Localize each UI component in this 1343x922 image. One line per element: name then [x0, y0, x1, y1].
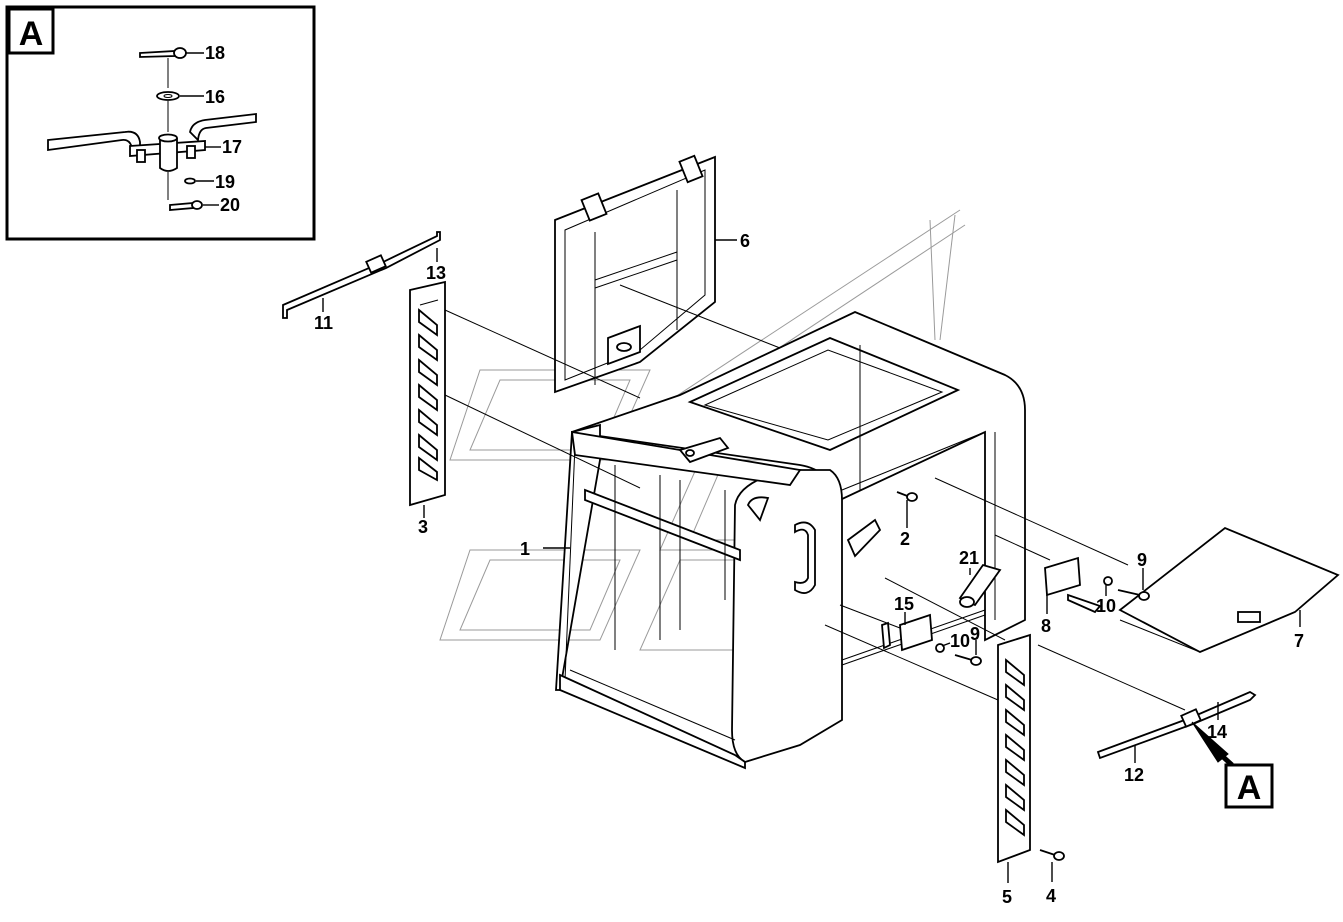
hatch-panel	[554, 154, 716, 394]
callout-8: 8	[1041, 616, 1051, 636]
plate-15	[899, 613, 933, 652]
plate-8	[1044, 556, 1081, 597]
view-pointer-tag: A	[1237, 769, 1262, 807]
callout-18: 18	[205, 43, 225, 63]
callout-21: 21	[959, 548, 979, 568]
callout-16: 16	[205, 87, 225, 107]
callout-6: 6	[740, 231, 750, 251]
callout-19: 19	[215, 172, 235, 192]
plate-8-strip	[1067, 593, 1102, 614]
callout-2: 2	[900, 529, 910, 549]
bolts	[896, 491, 1150, 861]
callout-leaders	[322, 239, 1301, 883]
callout-14: 14	[1207, 722, 1227, 742]
callout-12: 12	[1124, 765, 1144, 785]
detail-view-leaders	[180, 52, 221, 206]
detail-view-hinge-drawing	[47, 47, 257, 211]
detail-view-tag: A	[19, 15, 44, 53]
assembly-lines	[444, 284, 1186, 711]
callout-9: 9	[1137, 550, 1147, 570]
hinge-rod-left	[282, 231, 441, 319]
callout-10-lower: 10	[950, 631, 970, 651]
callout-3: 3	[418, 517, 428, 537]
louvre-panel-right	[997, 633, 1031, 864]
callout-15: 15	[894, 594, 914, 614]
callout-11: 11	[314, 313, 333, 333]
callout-1: 1	[520, 539, 530, 559]
callout-17: 17	[222, 137, 242, 157]
louvre-panel-left	[409, 280, 446, 507]
hinge-rod-right	[1096, 690, 1257, 760]
cab-frame	[555, 311, 1026, 770]
detail-view-frame: A	[5, 5, 316, 241]
floor-plate	[1118, 526, 1340, 653]
callout-20: 20	[220, 195, 240, 215]
callout-9-lower: 9	[970, 624, 980, 644]
main-callouts: 1 2 3 4 5 6 7 8 9 10 11 12 13 14 15 21 9…	[314, 231, 1304, 907]
floor-plate-bracket	[1237, 611, 1261, 623]
callout-4: 4	[1046, 886, 1056, 906]
callout-13: 13	[426, 263, 446, 283]
callout-10: 10	[1096, 596, 1116, 616]
view-pointer-a: A	[1191, 721, 1274, 809]
plate-15-clip	[881, 621, 891, 650]
floor-plate-edge	[1119, 619, 1201, 653]
callout-7: 7	[1294, 631, 1304, 651]
detail-view-callouts: 18 16 17 19 20	[205, 43, 242, 215]
callout-5: 5	[1002, 887, 1012, 907]
